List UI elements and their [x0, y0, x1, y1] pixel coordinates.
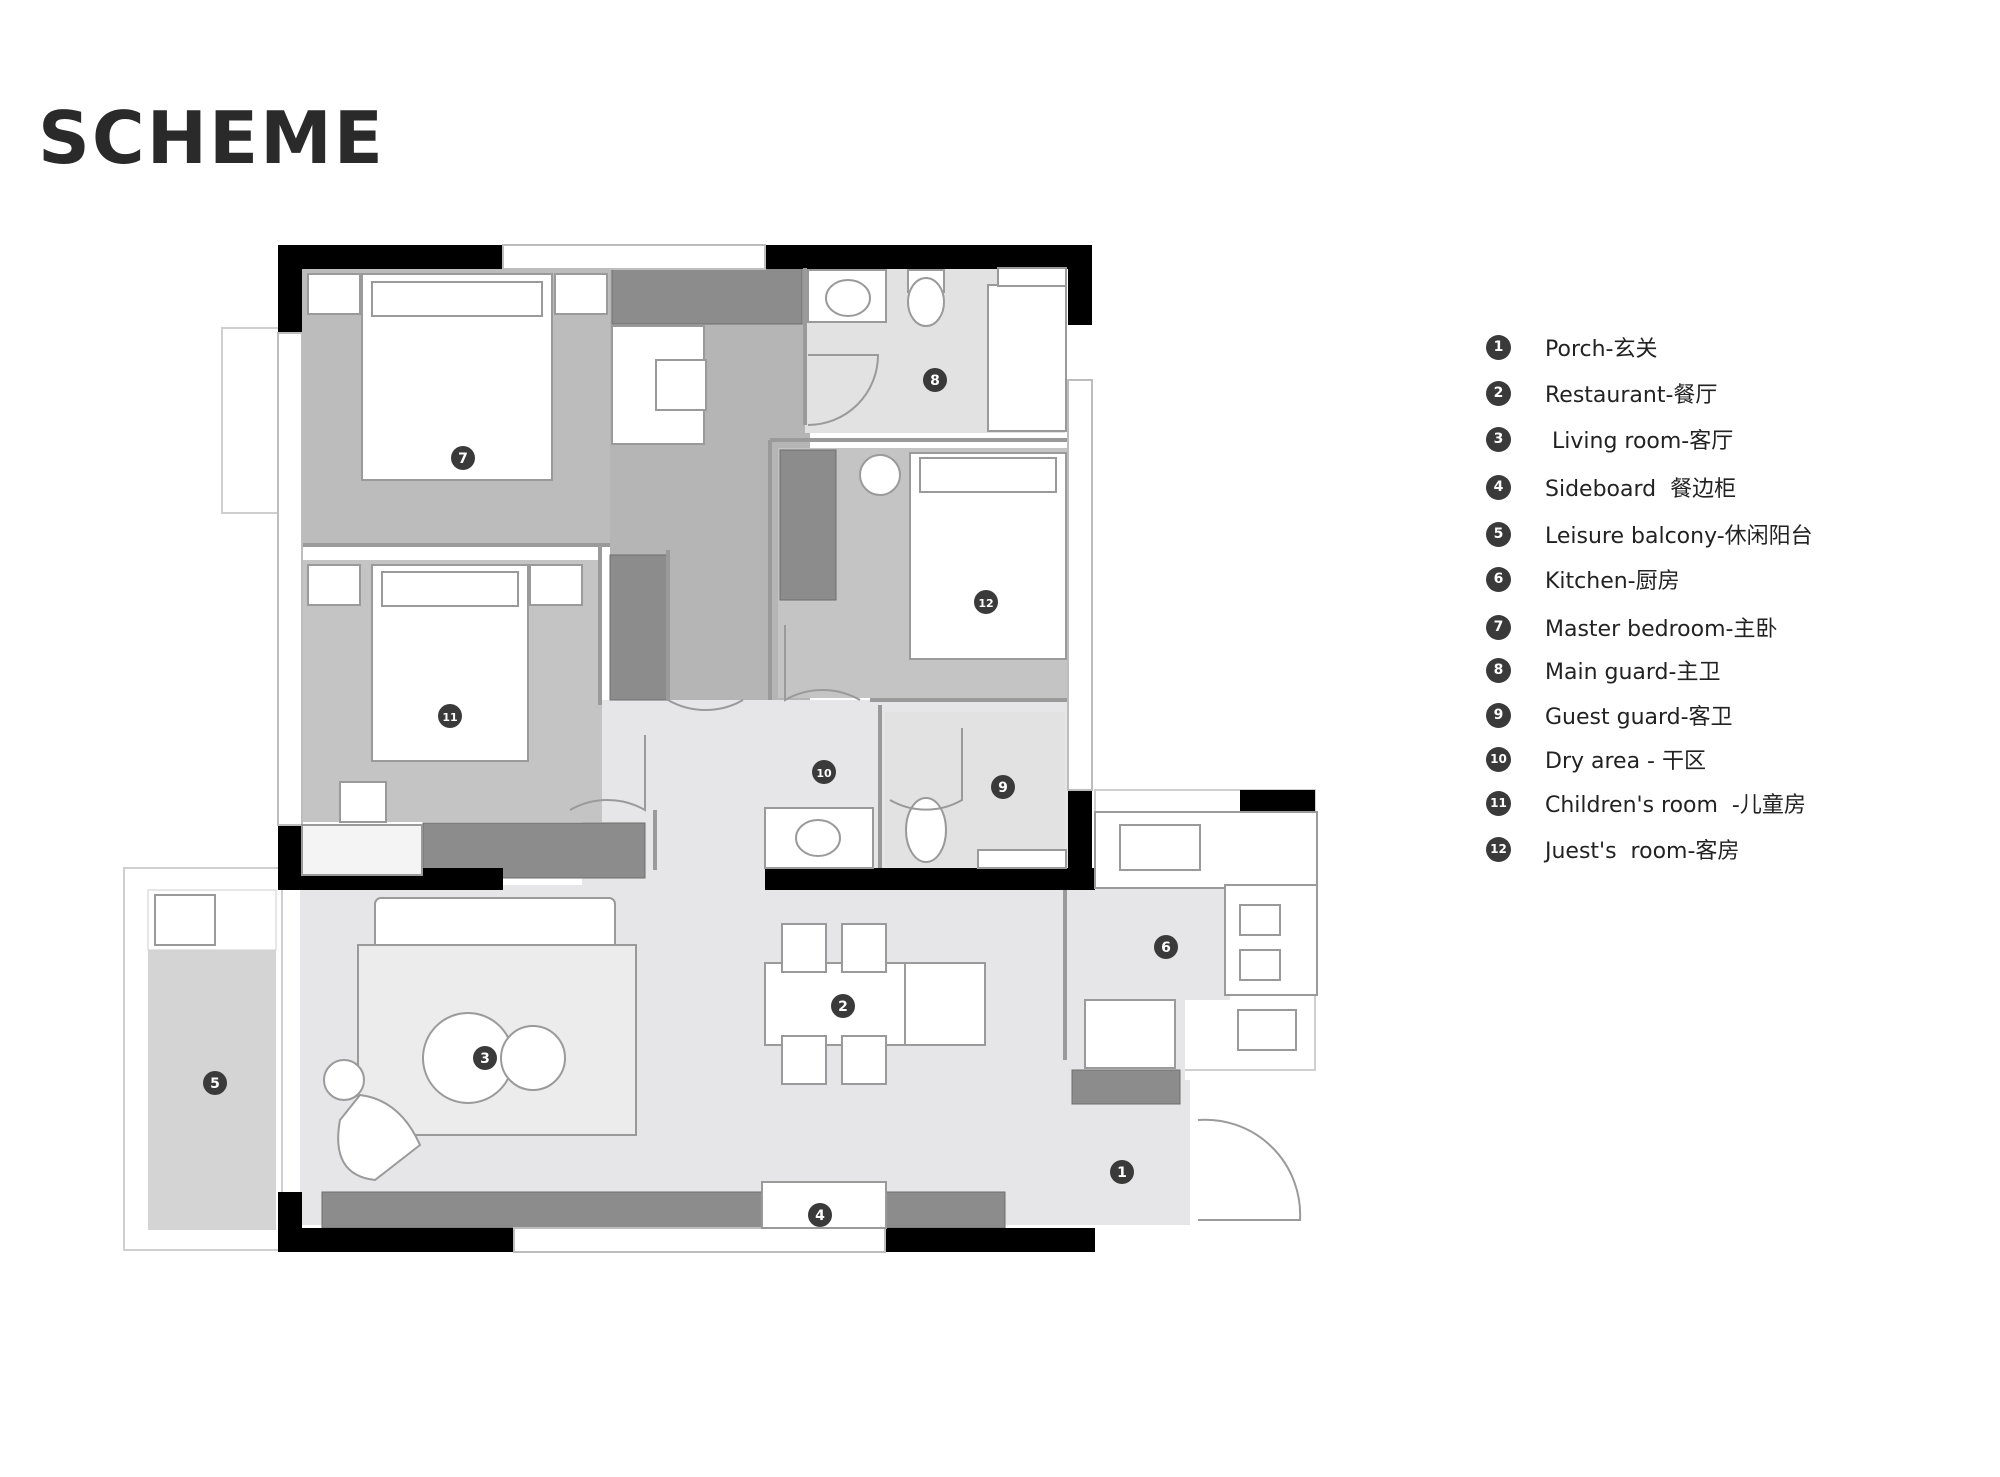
room-marker-2: 2 — [831, 994, 855, 1018]
room-marker-7: 7 — [451, 446, 475, 470]
legend-item: 11 Children's room -儿童房 — [1486, 786, 1806, 820]
room-marker-5: 5 — [203, 1071, 227, 1095]
legend-number: 12 — [1486, 836, 1511, 862]
legend-label: Leisure balcony-休闲阳台 — [1545, 524, 1813, 549]
legend-label: Children's room -儿童房 — [1545, 793, 1806, 818]
room-marker-4: 4 — [808, 1203, 832, 1227]
legend-number: 2 — [1486, 380, 1511, 406]
doors — [569, 354, 1302, 1221]
windows — [277, 244, 1093, 1253]
legend-number: 3 — [1486, 426, 1511, 452]
cabinets — [321, 267, 1181, 1229]
svg-text:7: 7 — [458, 451, 468, 467]
svg-text:9: 9 — [998, 780, 1008, 796]
dining-table — [764, 962, 986, 1046]
room-marker-12: 12 — [974, 590, 998, 614]
legend-label: Juest's room-客房 — [1545, 839, 1740, 864]
legend-label: Dry area - 干区 — [1545, 749, 1706, 774]
svg-text:10: 10 — [816, 767, 832, 780]
room-marker-6: 6 — [1154, 935, 1178, 959]
room-marker-10: 10 — [812, 760, 836, 784]
room-marker-11: 11 — [438, 704, 462, 728]
legend-number: 8 — [1486, 657, 1511, 683]
room-marker-1: 1 — [1110, 1160, 1134, 1184]
legend-label: Main guard-主卫 — [1545, 660, 1721, 685]
svg-text:5: 5 — [210, 1076, 220, 1092]
legend-item: 1 Porch-玄关 — [1486, 330, 1657, 364]
legend-item: 9 Guest guard-客卫 — [1486, 698, 1733, 732]
legend-label: Kitchen-厨房 — [1545, 569, 1680, 594]
svg-text:6: 6 — [1161, 940, 1171, 956]
legend-number: 6 — [1486, 566, 1511, 592]
legend-label: Living room-客厅 — [1545, 429, 1734, 454]
room-markers: 1 2 3 4 5 6 7 8 9 10 11 12 — [203, 368, 1178, 1227]
legend-label: Master bedroom-主卧 — [1545, 617, 1778, 642]
svg-text:11: 11 — [442, 711, 457, 724]
legend-item: 2 Restaurant-餐厅 — [1486, 376, 1717, 410]
legend-number: 7 — [1486, 614, 1511, 640]
legend-item: 10 Dry area - 干区 — [1486, 742, 1706, 776]
legend-label: Guest guard-客卫 — [1545, 705, 1733, 730]
page-title: SCHEME — [38, 96, 385, 180]
legend-item: 8 Main guard-主卫 — [1486, 653, 1720, 687]
legend-number: 5 — [1486, 521, 1511, 547]
svg-text:4: 4 — [815, 1208, 825, 1224]
floor-kitchen — [1080, 875, 1230, 1000]
legend-number: 9 — [1486, 702, 1511, 728]
svg-text:12: 12 — [978, 597, 993, 610]
legend-number: 10 — [1486, 746, 1511, 772]
legend-number: 4 — [1486, 474, 1511, 500]
room-marker-8: 8 — [923, 368, 947, 392]
legend-label: Restaurant-餐厅 — [1545, 383, 1718, 408]
room-marker-9: 9 — [991, 775, 1015, 799]
walls — [278, 245, 1315, 1252]
svg-text:8: 8 — [930, 373, 940, 389]
svg-text:2: 2 — [838, 999, 848, 1015]
legend-item: 7 Master bedroom-主卧 — [1486, 610, 1777, 644]
svg-text:1: 1 — [1117, 1165, 1127, 1181]
svg-text:3: 3 — [480, 1051, 490, 1067]
room-marker-3: 3 — [473, 1046, 497, 1070]
legend-number: 1 — [1486, 334, 1511, 360]
legend-item: 5 Leisure balcony-休闲阳台 — [1486, 517, 1813, 551]
furniture — [154, 267, 1318, 1229]
legend-number: 11 — [1486, 790, 1511, 816]
legend-label: Sideboard 餐边柜 — [1545, 477, 1737, 502]
legend-item: 12 Juest's room-客房 — [1486, 832, 1739, 866]
legend-item: 6 Kitchen-厨房 — [1486, 562, 1680, 596]
legend-label: Porch-玄关 — [1545, 337, 1658, 362]
legend-item: 4 Sideboard 餐边柜 — [1486, 470, 1736, 504]
legend-item: 3 Living room-客厅 — [1486, 422, 1733, 456]
